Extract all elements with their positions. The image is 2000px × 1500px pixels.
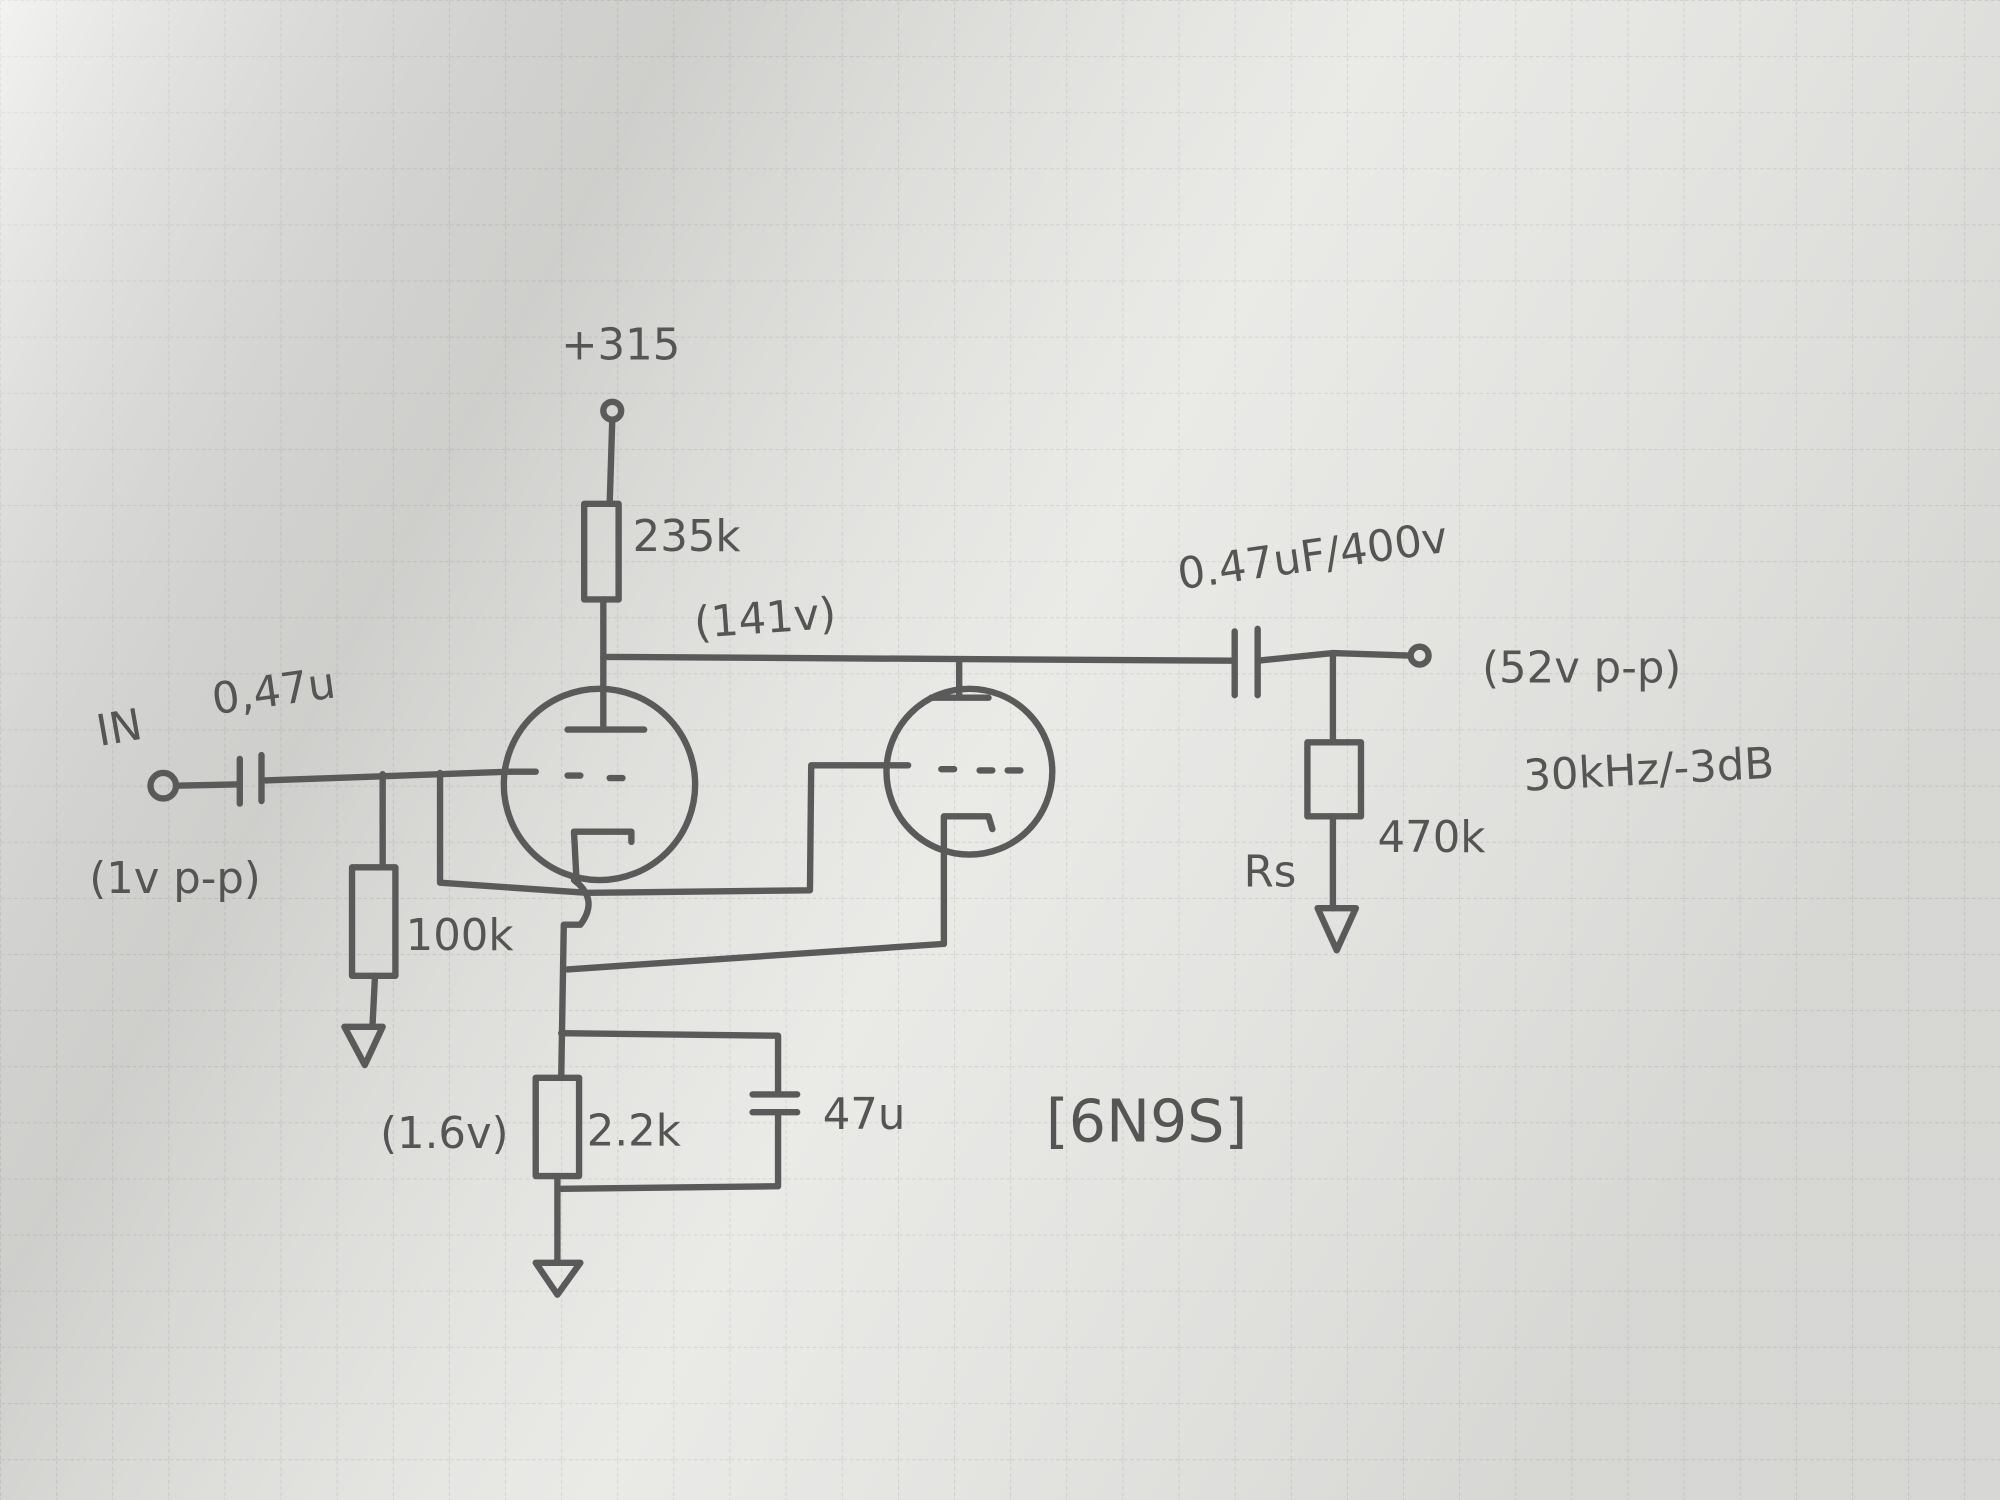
output-terminal bbox=[1407, 643, 1432, 668]
ground-icon bbox=[341, 1023, 386, 1069]
tube1-grid bbox=[507, 768, 626, 782]
plate-voltage-label: (141v) bbox=[692, 589, 837, 649]
plate-wire bbox=[600, 653, 1237, 664]
tube2-cathode bbox=[940, 813, 996, 948]
tube2-grid-wire bbox=[436, 762, 897, 897]
cathode-voltage-label: (1.6v) bbox=[380, 1109, 508, 1159]
grid-resistor bbox=[348, 864, 399, 979]
cathode-cap-label: 47u bbox=[823, 1090, 906, 1140]
wire bbox=[369, 771, 386, 1030]
tube-type-label: [6N9S] bbox=[1046, 1088, 1248, 1156]
load-resistor bbox=[1304, 739, 1365, 820]
tube1-cathode bbox=[570, 828, 635, 884]
grid-resistor-label: 100k bbox=[406, 911, 514, 961]
load-name-label: Rs bbox=[1244, 847, 1297, 897]
ground-icon bbox=[1314, 904, 1360, 954]
input-level-label: (1v p-p) bbox=[89, 854, 261, 904]
plate-resistor-label: 235k bbox=[633, 512, 741, 562]
ground-icon bbox=[532, 1172, 584, 1298]
tube2-envelope bbox=[883, 685, 1056, 858]
output-level-label: (52v p-p) bbox=[1482, 643, 1681, 693]
cathode-wire bbox=[558, 876, 592, 1081]
input-capacitor bbox=[172, 751, 514, 807]
wire bbox=[606, 417, 616, 508]
tube1-plate bbox=[564, 596, 648, 733]
cathode-link-wire bbox=[564, 940, 948, 973]
cathode-bypass-capacitor bbox=[558, 1029, 801, 1192]
load-resistor-label: 470k bbox=[1378, 813, 1486, 863]
input-label: IN bbox=[93, 700, 146, 757]
supply-label: +315 bbox=[561, 321, 680, 371]
cathode-resistor-label: 2.2k bbox=[587, 1106, 681, 1156]
tube2-grid bbox=[889, 762, 1024, 774]
tube1-envelope bbox=[500, 685, 699, 884]
